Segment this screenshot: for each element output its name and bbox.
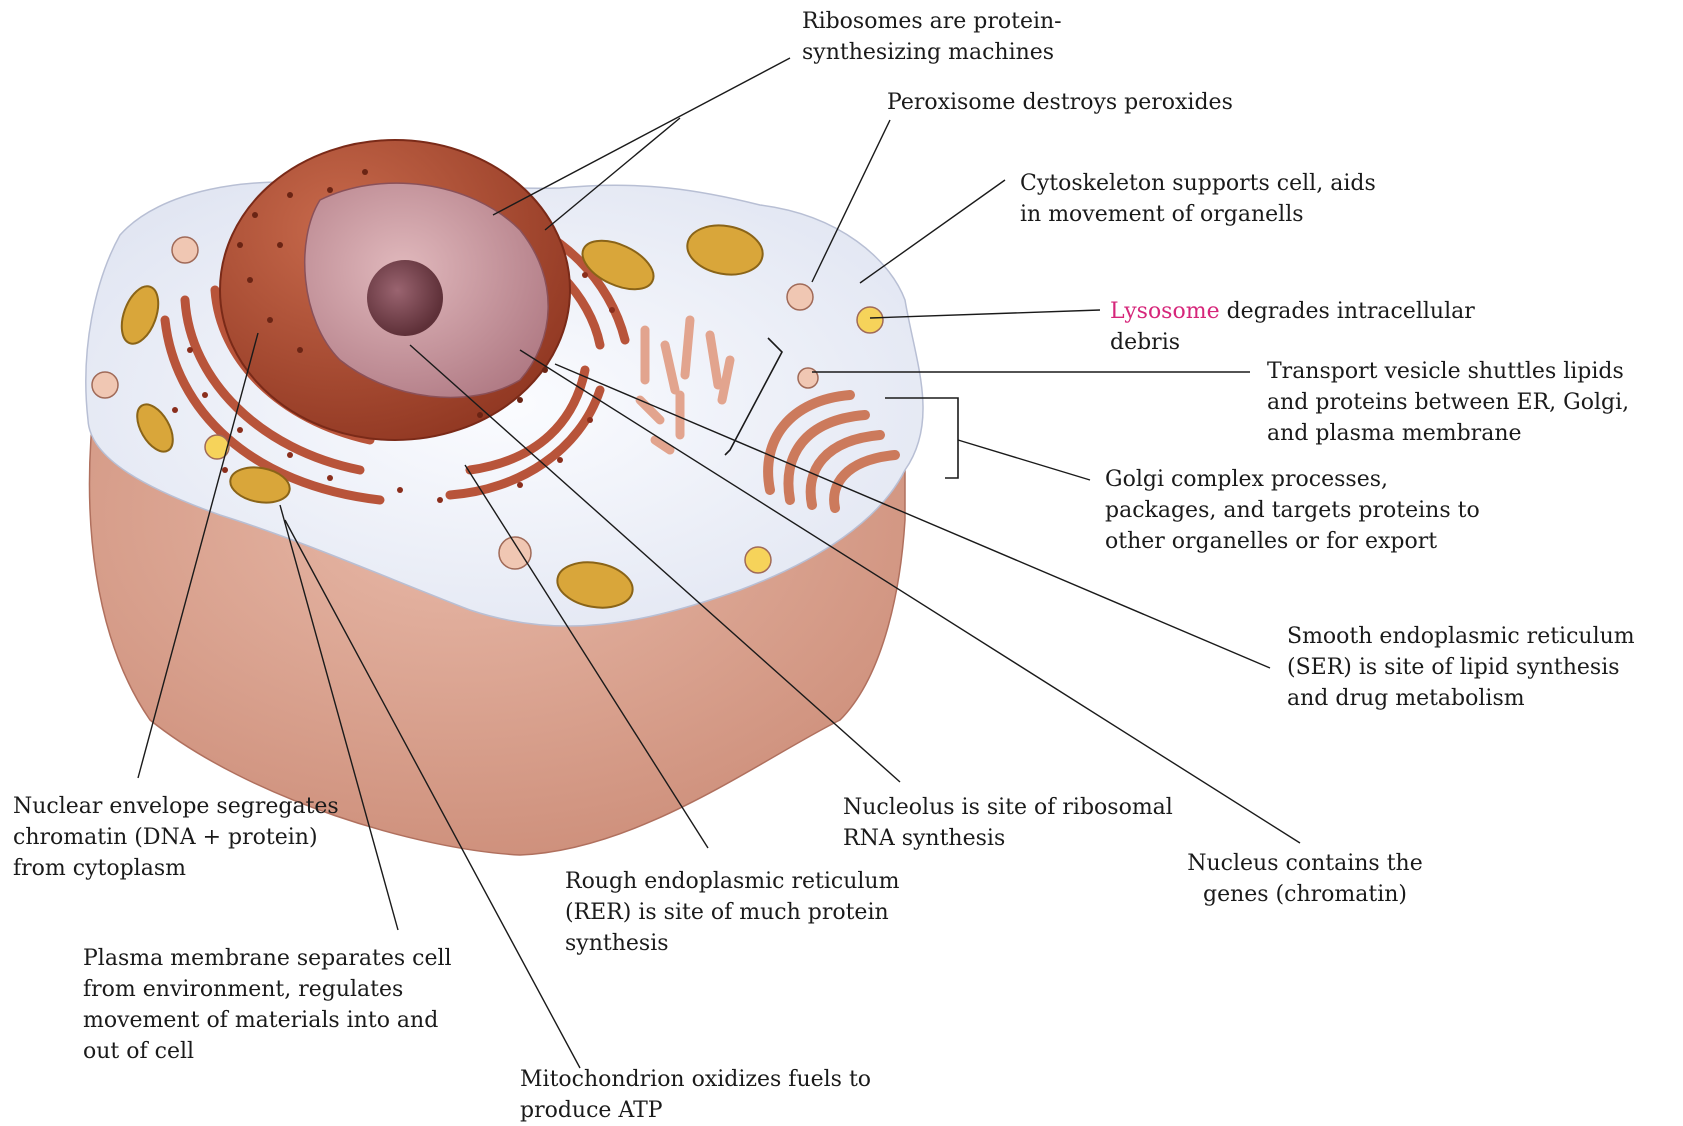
label-lysosome: Lysosome degrades intracellular debris — [1110, 296, 1475, 358]
label-smooth-er: Smooth endoplasmic reticulum (SER) is si… — [1287, 621, 1635, 714]
label-ribosomes: Ribosomes are protein- synthesizing mach… — [802, 6, 1062, 68]
label-golgi-complex: Golgi complex processes, packages, and t… — [1105, 464, 1480, 557]
label-cytoskeleton: Cytoskeleton supports cell, aids in move… — [1020, 168, 1376, 230]
nucleus — [220, 140, 570, 440]
nucleolus — [367, 260, 443, 336]
label-nucleus: Nucleus contains the genes (chromatin) — [1160, 848, 1450, 910]
label-mitochondrion: Mitochondrion oxidizes fuels to produce … — [520, 1064, 871, 1126]
label-rough-er: Rough endoplasmic reticulum (RER) is sit… — [565, 866, 899, 959]
label-nuclear-envelope: Nuclear envelope segregates chromatin (D… — [13, 791, 339, 884]
label-plasma-membrane: Plasma membrane separates cell from envi… — [83, 943, 452, 1067]
lysosome-term: Lysosome — [1110, 299, 1220, 324]
label-nucleolus: Nucleolus is site of ribosomal RNA synth… — [843, 792, 1173, 854]
label-transport-vesicle: Transport vesicle shuttles lipids and pr… — [1267, 356, 1629, 449]
label-peroxisome: Peroxisome destroys peroxides — [887, 87, 1233, 118]
